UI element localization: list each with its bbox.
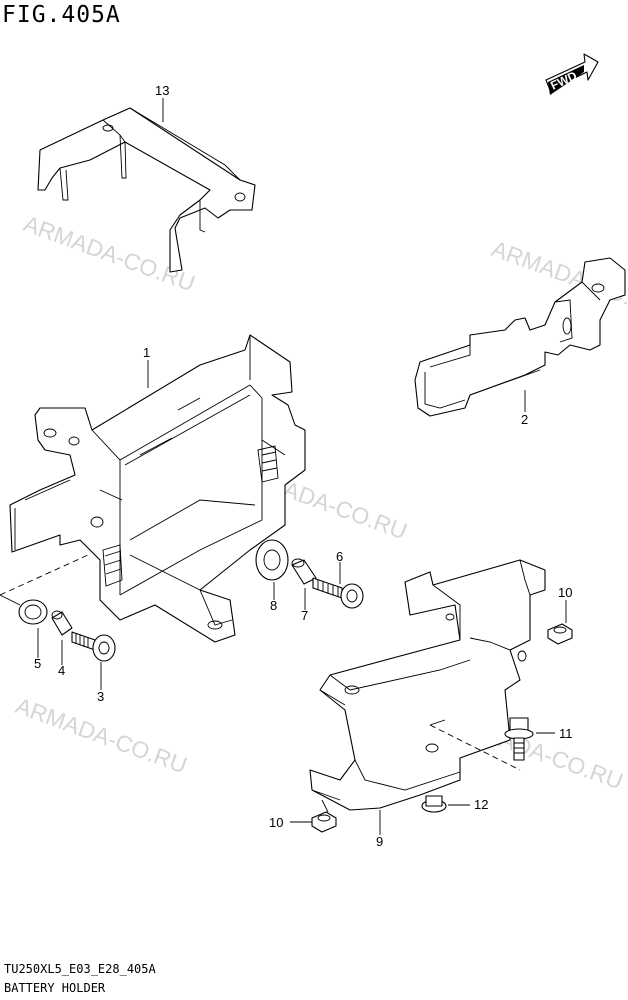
part-5-grommet [18,599,48,625]
assembly-lines [0,554,521,771]
callout-7: 7 [301,608,308,623]
callout-2: 2 [521,412,528,427]
callout-6: 6 [336,549,343,564]
part-10-bolt-upper [547,623,573,645]
callout-13: 13 [155,83,169,98]
callout-1: 1 [143,345,150,360]
part-3-screw [71,631,116,662]
leader-lines [37,98,567,835]
fwd-label: FWD [548,68,579,92]
part-2-wire-bracket [414,257,626,417]
drawing-code: TU250XL5_E03_E28_405A [4,962,156,976]
watermark-4: ARMADA-CO.RU [12,692,190,778]
callout-3: 3 [97,689,104,704]
part-6-screw [312,577,364,609]
callout-11: 11 [559,726,573,741]
callout-12: 12 [474,797,488,812]
callout-9: 9 [376,834,383,849]
part-8-grommet [255,539,289,581]
callout-4: 4 [58,663,65,678]
part-11-bolt [504,717,534,761]
part-7-collar [291,558,317,585]
callout-8: 8 [270,598,277,613]
callout-5: 5 [34,656,41,671]
callout-10-lower: 10 [269,815,283,830]
part-10-bolt-lower [311,799,337,833]
fwd-arrow-badge: FWD [545,53,599,95]
figure-title: FIG.405A [2,2,121,28]
part-13-cover-bracket [37,107,256,273]
part-12-nut [421,795,447,813]
drawing-caption: BATTERY HOLDER [4,981,106,995]
callout-labels: 13 1 2 3 4 5 6 7 8 9 10 10 11 12 [34,83,573,849]
part-4-collar [51,610,73,636]
callout-10-upper: 10 [558,585,572,600]
part-1-battery-case [9,334,306,643]
part-9-holder-bracket [309,559,546,811]
